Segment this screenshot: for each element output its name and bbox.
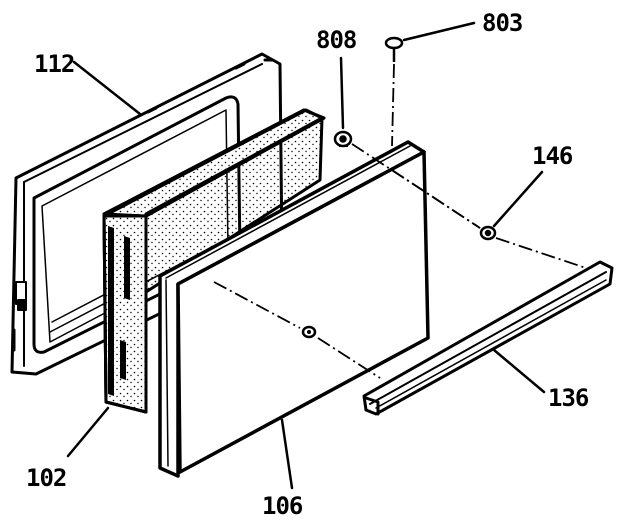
part-136-trim-strip (362, 260, 614, 416)
callout-146: 146 (532, 142, 573, 170)
callout-136: 136 (548, 384, 589, 412)
leader-112 (72, 60, 142, 116)
callout-102: 102 (26, 464, 66, 492)
part-106-outer-panel (158, 140, 430, 478)
leader-102 (66, 406, 110, 458)
part-102-inner-panel (102, 108, 326, 414)
part-146-washer (479, 225, 497, 241)
leader-136 (492, 348, 546, 394)
callout-112: 112 (34, 50, 74, 78)
callout-106: 106 (262, 492, 303, 520)
callout-803: 803 (482, 9, 522, 37)
leader-803 (402, 21, 476, 42)
part-803-screw (384, 36, 404, 62)
callout-808: 808 (316, 26, 356, 54)
leader-lines (66, 21, 546, 490)
leader-106 (280, 418, 294, 490)
leader-146 (492, 170, 544, 228)
callout-labels: 112 808 803 146 136 102 106 (26, 9, 590, 520)
assembly-lines (213, 63, 587, 379)
leader-808 (339, 56, 345, 130)
part-808-grommet (333, 130, 353, 148)
